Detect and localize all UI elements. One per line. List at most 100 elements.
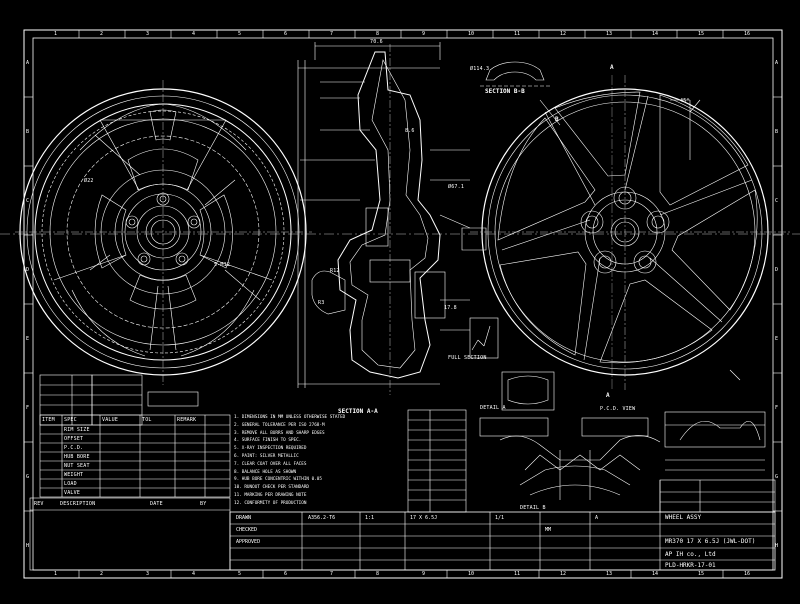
note-line: 10. RUNOUT CHECK PER STANDARD [234,485,310,491]
note-line: 8. BALANCE HOLE AS SHOWN [234,469,297,475]
zone-number: 8 [376,31,380,37]
zone-number: 1 [54,571,58,577]
spec-row-label: LOAD [64,481,77,487]
zone-number: 13 [606,571,613,577]
zone-letter: H [775,543,779,549]
zone-letter: B [26,129,30,135]
section-mark-bottom: A [606,392,610,399]
zone-letter: D [775,267,779,273]
note-line: 5. X-RAY INSPECTION REQUIRED [234,446,307,452]
zone-letter: D [26,267,30,273]
zone-number: 7 [330,31,334,37]
zone-ticks [24,30,782,578]
zone-number: 2 [100,571,104,577]
dim-text: 45° [680,98,690,104]
dim-text: Ø114.3 [470,66,490,72]
spec-row-label: OFFSET [64,436,84,442]
zone-letter: E [26,336,30,342]
dim-text: 5-M12 [214,262,231,268]
zone-number: 11 [514,31,521,37]
dim-text: 70.6 [370,39,383,45]
zone-letter: C [26,198,30,204]
zone-number: 8 [376,571,380,577]
dim-text: 8.6 [405,128,415,134]
dim-text: 17.8 [444,305,457,311]
tb-size: 17 X 6.5J [410,515,438,521]
spec-row-label: WEIGHT [64,472,84,478]
note-line: 1. DIMENSIONS IN MM UNLESS OTHERWISE STA… [234,415,346,420]
tb-units: MM [545,527,552,533]
revision-header-cell: REV [34,501,44,507]
note-line: 2. GENERAL TOLERANCE PER ISO 2768-M [234,422,325,428]
dim-text: R3 [318,300,325,306]
zone-letter: H [26,543,30,549]
zone-number: 9 [422,571,426,577]
zone-number: 14 [652,571,659,577]
zone-number: 4 [192,31,196,37]
zone-number: 16 [744,31,751,37]
detail-b-label: DETAIL B [520,505,546,511]
zone-number: 7 [330,571,334,577]
tb-revision: A [595,515,599,521]
zone-number: 13 [606,31,613,37]
full-section-label: FULL SECTION [448,355,487,361]
zone-letter: G [775,474,779,480]
inner-border [32,37,774,571]
spec-table-lines [39,374,231,498]
zone-number: 16 [744,571,751,577]
zone-letter: B [775,129,779,135]
pcd-view-label: P.C.D. VIEW [600,406,636,412]
note-line: 3. REMOVE ALL BURRS AND SHARP EDGES [234,430,325,436]
revision-header-cell: BY [200,501,207,507]
section-b-b-label: SECTION B-B [485,88,525,95]
spec-header-cell: REMARK [177,417,197,423]
detail-a-label: DETAIL A [480,405,506,411]
zone-number: 6 [284,31,288,37]
zone-letter: C [775,198,779,204]
zone-number: 2 [100,31,104,37]
zone-number: 5 [238,31,242,37]
tb-material: A356.2-T6 [308,515,336,521]
section-b-b [480,61,550,87]
tb-approved: APPROVED [236,539,261,545]
spec-header-cell: SPEC [64,417,77,423]
zone-letter: F [775,405,779,411]
zone-number: 12 [560,571,567,577]
dim-text: Ø22 [84,178,94,184]
spec-header-cell: ITEM [42,417,55,423]
zone-letter: G [26,474,30,480]
tb-part-name: WHEEL ASSY [665,514,702,521]
revision-header-cell: DATE [150,501,163,507]
spec-header-cell: VALUE [102,417,119,423]
tb-scale: 1:1 [365,515,375,521]
spec-row-label: NUT SEAT [64,463,90,469]
section-mark-b: B [555,116,559,123]
note-line: 6. PAINT: SILVER METALLIC [234,454,299,459]
right-wheel-view [470,75,790,390]
section-mark-top: A [610,64,614,71]
zone-number: 10 [468,31,475,37]
zone-number: 4 [192,571,196,577]
section-a-a-label: SECTION A-A [338,408,378,415]
tb-company: AP IH co., Ltd [665,551,716,558]
dim-text: Ø67.1 [448,184,465,190]
zone-number: 15 [698,571,705,577]
tb-drawing-no: PLD-HRKR-17-01 [665,562,716,569]
tb-checked: CHECKED [236,527,258,533]
note-line: 7. CLEAR COAT OVER ALL FACES [234,461,307,467]
note-line: 9. HUB BORE CONCENTRIC WITHIN 0.05 [234,477,322,483]
title-block-lines [29,479,776,571]
tb-spec: MR370 17 X 6.5J (JWL-DOT) [665,538,756,545]
spec-row-label: VALVE [64,490,81,496]
tb-sheet: 1/1 [495,515,505,521]
zone-number: 11 [514,571,521,577]
zone-letter: A [26,60,30,66]
zone-letter: E [775,336,779,342]
zone-letter: F [26,405,30,411]
spec-header-cell: TOL [142,417,152,423]
zone-number: 9 [422,31,426,37]
note-line: 11. MARKING PER DRAWING NOTE [234,493,307,498]
zone-number: 12 [560,31,567,37]
